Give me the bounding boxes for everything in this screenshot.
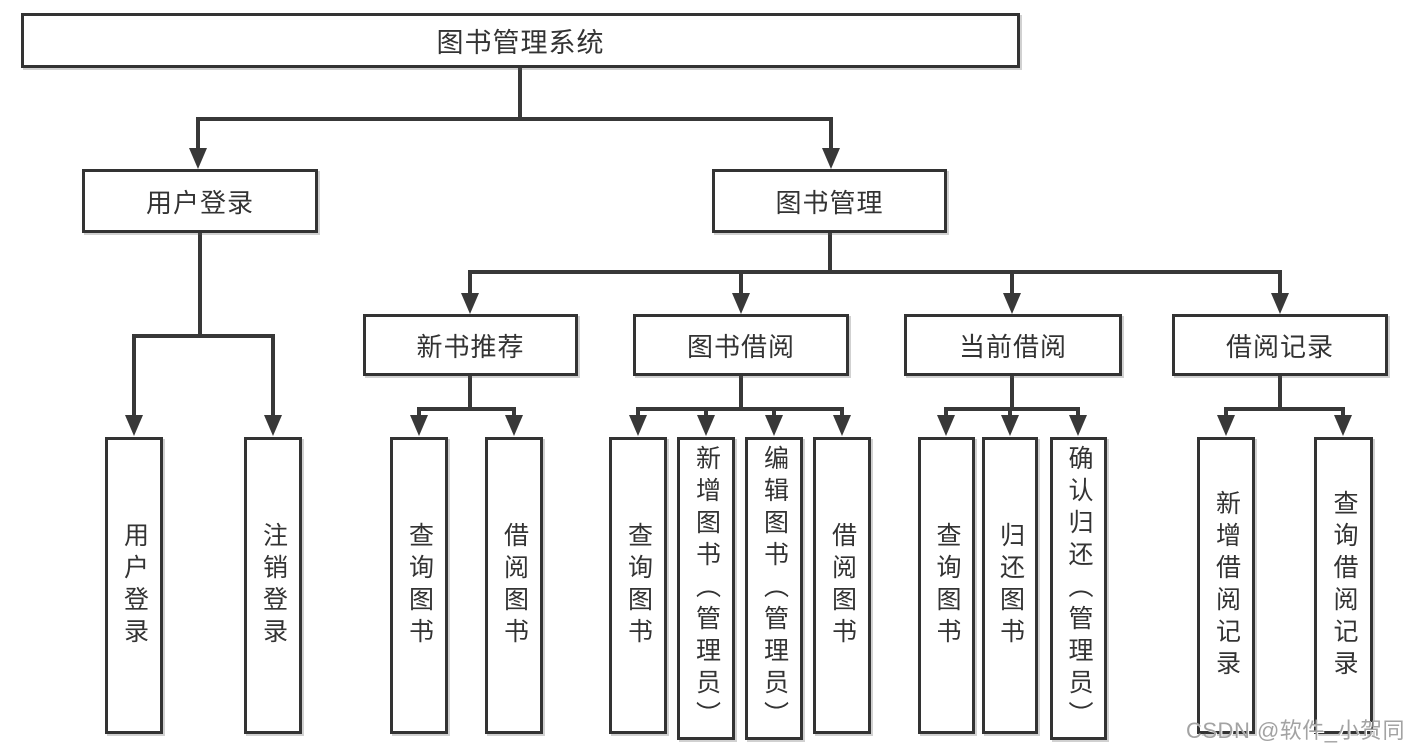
leaf-label: 注销登录 xyxy=(259,521,288,650)
leaf-label: 查询图书 xyxy=(624,521,653,650)
leaf-logout: 注销登录 xyxy=(244,437,302,734)
leaf-add-books-admin: 新增图书（管理员） xyxy=(677,437,735,740)
node-new-book-recommend: 新书推荐 xyxy=(363,314,578,376)
node-current-borrow: 当前借阅 xyxy=(904,314,1122,376)
leaf-label: 查询图书 xyxy=(405,521,434,650)
node-borrow-records: 借阅记录 xyxy=(1172,314,1388,376)
node-label: 新书推荐 xyxy=(416,331,525,362)
leaf-label: 归还图书 xyxy=(996,521,1025,650)
node-label: 图书管理系统 xyxy=(436,28,605,58)
leaf-borrow-books-recommend: 借阅图书 xyxy=(485,437,543,734)
leaf-label: 借阅图书 xyxy=(828,521,857,650)
leaf-label: 用户登录 xyxy=(120,521,149,650)
leaf-label: 确认归还（管理员） xyxy=(1065,445,1093,733)
leaf-query-books-borrow: 查询图书 xyxy=(609,437,667,734)
leaf-user-login: 用户登录 xyxy=(105,437,163,734)
node-label: 当前借阅 xyxy=(958,331,1067,362)
leaf-borrow-books: 借阅图书 xyxy=(813,437,871,734)
leaf-label: 新增借阅记录 xyxy=(1212,489,1241,682)
leaf-query-borrow-record: 查询借阅记录 xyxy=(1314,437,1373,734)
leaf-query-books-recommend: 查询图书 xyxy=(390,437,448,734)
leaf-edit-books-admin: 编辑图书（管理员） xyxy=(745,437,803,740)
leaf-label: 编辑图书（管理员） xyxy=(760,445,789,733)
node-label: 用户登录 xyxy=(145,187,254,218)
node-label: 图书管理 xyxy=(775,187,884,218)
leaf-query-books-current: 查询图书 xyxy=(918,437,975,734)
leaf-label: 查询图书 xyxy=(933,521,961,650)
leaf-label: 借阅图书 xyxy=(500,521,529,650)
csdn-watermark: CSDN @软件_小贺同学 xyxy=(1186,718,1405,743)
node-label: 借阅记录 xyxy=(1225,331,1334,362)
node-book-management: 图书管理 xyxy=(712,169,947,233)
leaf-confirm-return-admin: 确认归还（管理员） xyxy=(1050,437,1107,740)
node-user-login: 用户登录 xyxy=(82,169,318,233)
leaf-return-books: 归还图书 xyxy=(982,437,1038,734)
leaf-label: 查询借阅记录 xyxy=(1330,489,1358,682)
node-library-management-system: 图书管理系统 xyxy=(21,13,1020,68)
leaf-add-borrow-record: 新增借阅记录 xyxy=(1197,437,1255,734)
node-book-borrow: 图书借阅 xyxy=(633,314,849,376)
node-label: 图书借阅 xyxy=(686,331,795,362)
leaf-label: 新增图书（管理员） xyxy=(692,445,721,733)
